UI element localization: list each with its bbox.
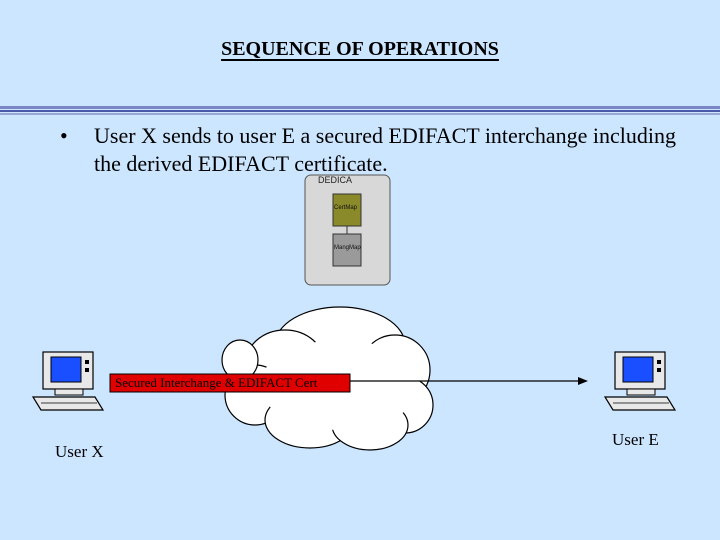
dedica-server bbox=[304, 174, 391, 286]
user-x-label: User X bbox=[55, 442, 104, 461]
bullet-marker: • bbox=[60, 123, 68, 148]
certmap-module bbox=[332, 193, 362, 227]
bullet-text: User X sends to user E a secured EDIFACT… bbox=[94, 123, 677, 176]
certmap-label: CertMap bbox=[334, 205, 358, 211]
slide-title: SEQUENCE OF OPERATIONS bbox=[221, 38, 499, 60]
title-rule bbox=[0, 106, 720, 115]
user-e-label: User E bbox=[612, 430, 659, 449]
mangmap-module bbox=[332, 233, 362, 267]
dedica-label: DEDICA bbox=[318, 175, 353, 185]
arrow-label-box bbox=[109, 373, 351, 393]
mangmap-label: MangMap bbox=[334, 245, 361, 251]
computer-user-e-icon bbox=[603, 351, 677, 411]
network-cloud bbox=[221, 306, 434, 451]
computer-user-x-icon bbox=[31, 351, 105, 411]
arrow-label: Secured Interchange & EDIFACT Cert bbox=[115, 375, 318, 390]
